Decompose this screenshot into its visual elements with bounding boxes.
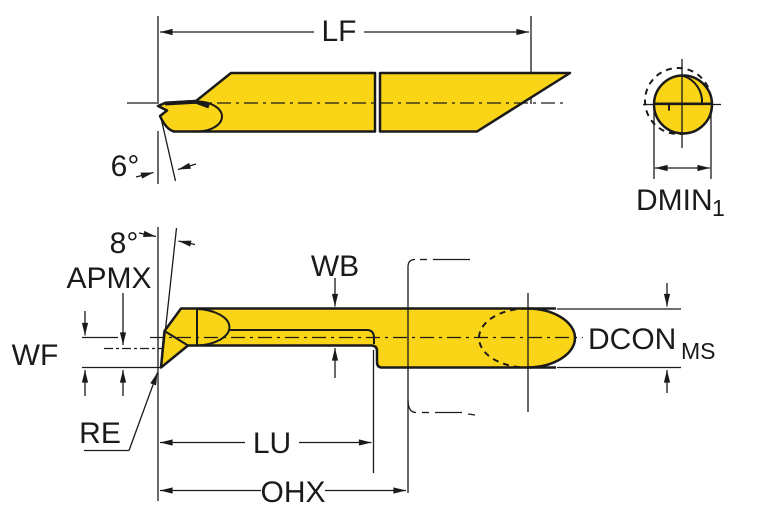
tool-body-rear-section bbox=[378, 71, 572, 133]
front-view: 8° APMX WF RE WB DCON MS bbox=[12, 227, 716, 509]
re-label: RE bbox=[79, 417, 121, 450]
dmin-label: DMIN bbox=[636, 184, 713, 217]
side-view: LF 6° bbox=[111, 15, 572, 184]
front-tip-angle-arrow-right bbox=[178, 240, 196, 247]
tip-angle-arrow-left bbox=[135, 171, 154, 179]
tip-angle-arrow-right bbox=[177, 162, 197, 171]
apmx-label: APMX bbox=[66, 262, 151, 295]
dcon-subscript: MS bbox=[681, 338, 716, 364]
dmin-subscript: 1 bbox=[712, 195, 725, 221]
lu-label: LU bbox=[253, 427, 291, 460]
end-face-edge-arc bbox=[682, 74, 704, 104]
dcon-label: DCON bbox=[588, 323, 676, 356]
ohx-label-background bbox=[261, 475, 325, 506]
lf-label: LF bbox=[321, 15, 356, 48]
front-tip-angle-arrow-left bbox=[138, 230, 157, 238]
tip-angle-flank-line bbox=[160, 117, 177, 182]
end-view: DMIN 1 bbox=[636, 59, 725, 221]
wb-label: WB bbox=[311, 250, 359, 283]
front-tip-angle-label: 8° bbox=[110, 227, 139, 260]
wf-label: WF bbox=[12, 339, 59, 372]
section-break-dash-bottom-3 bbox=[467, 413, 476, 416]
section-break-hook-top bbox=[407, 258, 416, 268]
shank-end-hidden-arc bbox=[478, 307, 528, 369]
insert-pocket-arc bbox=[196, 100, 223, 133]
head-chamfer-edge bbox=[163, 330, 189, 347]
ohx-label: OHX bbox=[260, 476, 325, 509]
front-tip-angle-flank-line bbox=[160, 227, 178, 367]
lf-label-background bbox=[314, 15, 364, 47]
head-transition-arc bbox=[196, 308, 231, 347]
tip-angle-label: 6° bbox=[111, 150, 140, 183]
re-leader-line bbox=[128, 372, 159, 451]
section-break-hook-bottom bbox=[407, 399, 417, 414]
lu-label-background bbox=[245, 426, 299, 457]
